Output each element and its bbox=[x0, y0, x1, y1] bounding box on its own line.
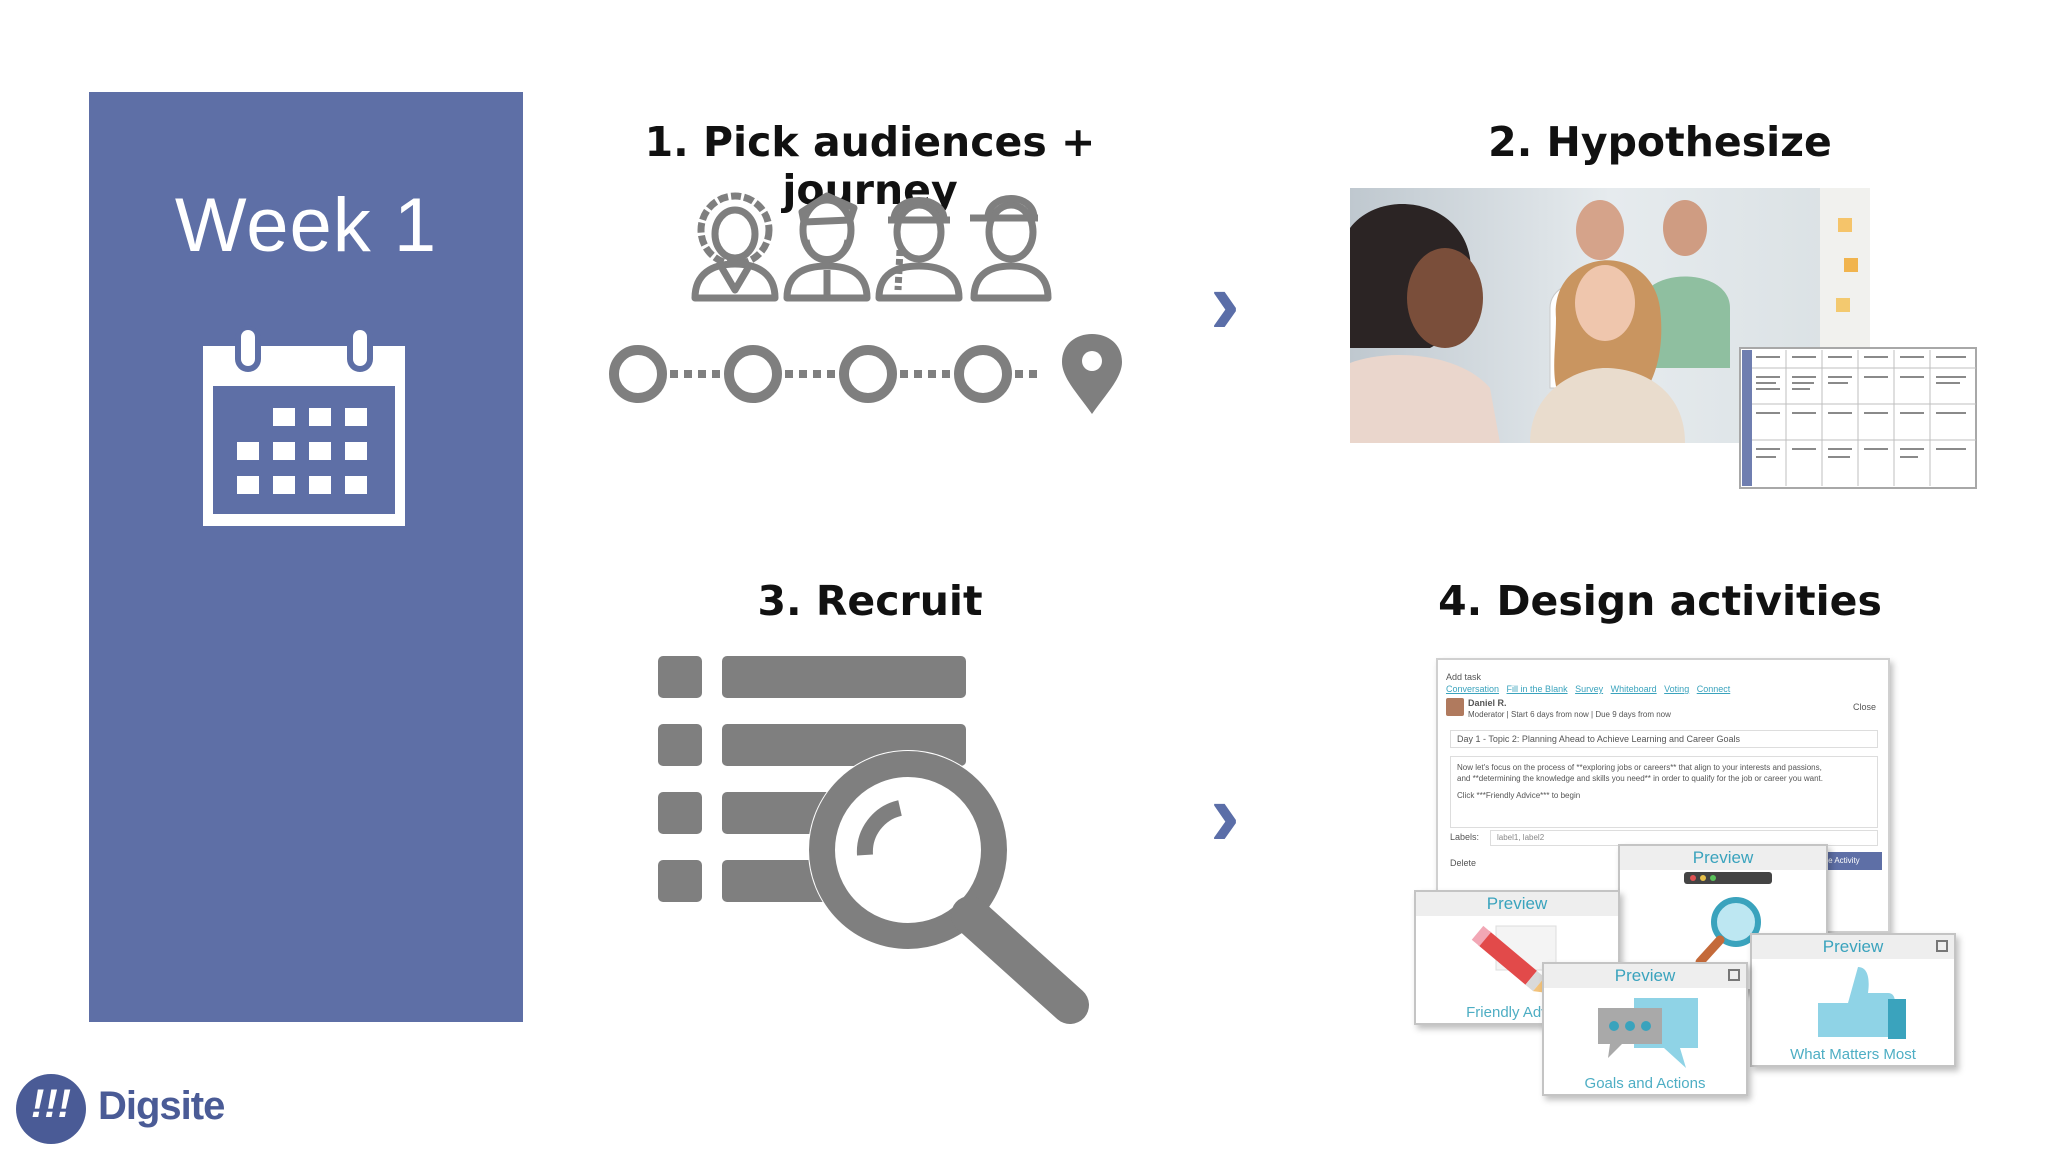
task-type-voting[interactable]: Voting bbox=[1664, 684, 1690, 694]
journey-node-icon bbox=[724, 345, 782, 403]
labels-label: Labels: bbox=[1450, 832, 1480, 842]
moderator-name: Daniel R. bbox=[1468, 698, 1507, 708]
audience-person-icon bbox=[875, 197, 963, 302]
activity-body-editor[interactable]: Now let's focus on the process of **expl… bbox=[1450, 756, 1878, 828]
week-panel: Week 1 bbox=[89, 92, 523, 1022]
preview-header: Preview bbox=[1752, 935, 1954, 959]
expand-icon[interactable] bbox=[1728, 969, 1740, 981]
expand-icon[interactable] bbox=[1936, 940, 1948, 952]
body-line-1: Now let's focus on the process of **expl… bbox=[1457, 763, 1822, 772]
audience-person-icon bbox=[970, 195, 1052, 302]
list-search-icon bbox=[658, 656, 1089, 1024]
task-type-conversation[interactable]: Conversation bbox=[1446, 684, 1500, 694]
audience-person-icon bbox=[783, 192, 871, 302]
preview-card-goals-and-actions[interactable]: Preview Goals and Actions bbox=[1542, 962, 1748, 1096]
add-task-label: Add task bbox=[1446, 672, 1482, 682]
digsite-logo-mark: !!! bbox=[16, 1074, 86, 1144]
pencil-icon bbox=[1471, 925, 1557, 994]
body-line-3: Click ***Friendly Advice*** to begin bbox=[1457, 791, 1581, 800]
task-type-fill-blank[interactable]: Fill in the Blank bbox=[1506, 684, 1568, 694]
preview-label: Goals and Actions bbox=[1584, 1075, 1706, 1092]
location-pin-icon bbox=[1062, 334, 1122, 414]
chevron-right-icon: › bbox=[1210, 253, 1240, 353]
task-type-connect[interactable]: Connect bbox=[1696, 684, 1731, 694]
journey-path bbox=[609, 334, 1122, 414]
topic-field[interactable]: Day 1 - Topic 2: Planning Ahead to Achie… bbox=[1450, 730, 1878, 748]
chevron-right-icon: › bbox=[1210, 765, 1240, 865]
journey-node-icon bbox=[609, 345, 667, 403]
digsite-logo-text: Digsite bbox=[98, 1084, 225, 1128]
preview-card-what-matters-most[interactable]: Preview What Matters Most bbox=[1750, 933, 1956, 1067]
magnifier-icon bbox=[808, 750, 1089, 1024]
browser-bar bbox=[1684, 872, 1772, 884]
audience-group bbox=[691, 192, 1052, 302]
magnifier-icon bbox=[1695, 897, 1761, 967]
preview-card-friendly-advice[interactable]: Preview Friendly Advice bbox=[1414, 890, 1620, 1025]
week-title: Week 1 bbox=[174, 183, 438, 268]
journey-node-icon bbox=[839, 345, 897, 403]
task-type-whiteboard[interactable]: Whiteboard bbox=[1610, 684, 1657, 694]
hypothesis-grid-thumbnail bbox=[1739, 347, 1977, 489]
close-link[interactable]: Close bbox=[1852, 702, 1876, 712]
step-2-title: 2. Hypothesize bbox=[1488, 118, 1832, 166]
calendar-icon bbox=[203, 326, 405, 526]
step-3-title: 3. Recruit bbox=[757, 577, 983, 625]
step-4-title: 4. Design activities bbox=[1438, 577, 1882, 625]
avatar bbox=[1446, 698, 1464, 716]
journey-node-icon bbox=[954, 345, 1012, 403]
logo-mark-text: !!! bbox=[31, 1082, 71, 1126]
body-line-2: and **determining the knowledge and skil… bbox=[1457, 774, 1823, 783]
task-type-links: Conversation Fill in the Blank Survey Wh… bbox=[1446, 684, 1886, 694]
step-1-title: 1. Pick audiences + journey bbox=[644, 118, 1096, 214]
preview-header: Preview bbox=[1620, 846, 1826, 870]
delete-link[interactable]: Delete bbox=[1450, 858, 1477, 868]
chat-bubbles-icon bbox=[1598, 998, 1698, 1068]
moderator-meta: Moderator | Start 6 days from now | Due … bbox=[1468, 710, 1671, 719]
preview-label: What Matters Most bbox=[1790, 1046, 1916, 1063]
task-type-survey[interactable]: Survey bbox=[1575, 684, 1604, 694]
preview-header: Preview bbox=[1544, 964, 1746, 988]
audience-person-icon bbox=[691, 192, 779, 302]
preview-header: Preview bbox=[1416, 892, 1618, 916]
thumbs-up-icon bbox=[1818, 967, 1906, 1039]
